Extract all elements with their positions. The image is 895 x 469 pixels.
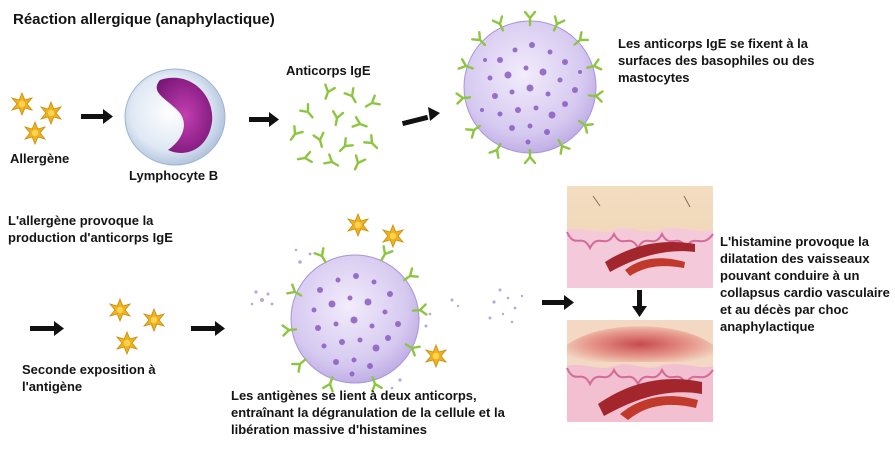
free-antibodies xyxy=(285,83,382,173)
arrow-1 xyxy=(81,109,113,124)
allergen-label: Allergène xyxy=(10,151,70,166)
antibodies-label: Anticorps IgE xyxy=(286,63,371,78)
second-exposure-text: Seconde exposition à l'antigène xyxy=(22,362,156,394)
arrow-2 xyxy=(249,112,279,127)
allergen-cluster-1 xyxy=(11,92,62,145)
degranulation-text: Les antigènes se lient à deux anticorps,… xyxy=(231,388,505,437)
skin-inflamed xyxy=(566,320,714,422)
arrow-3 xyxy=(401,107,440,127)
arrow-down xyxy=(632,290,647,317)
allergen-cluster-2 xyxy=(109,298,165,355)
lymphocyte-label: Lymphocyte B xyxy=(129,168,219,183)
histamine-effect-text: L'histamine provoque la dilatation des v… xyxy=(720,234,890,334)
production-text: L'allergène provoque la production d'ant… xyxy=(8,213,173,245)
lymphocyte-b xyxy=(124,68,226,166)
diagram-title: Réaction allergique (anaphylactique) xyxy=(13,11,275,28)
fixation-text: Les anticorps IgE se fixent à la surface… xyxy=(618,36,815,85)
mast-cell-2 xyxy=(250,213,524,393)
arrow-6 xyxy=(542,295,574,310)
skin-normal xyxy=(566,186,714,288)
arrow-4 xyxy=(30,321,64,336)
mast-cell-1 xyxy=(455,10,604,165)
arrow-5 xyxy=(191,321,225,336)
